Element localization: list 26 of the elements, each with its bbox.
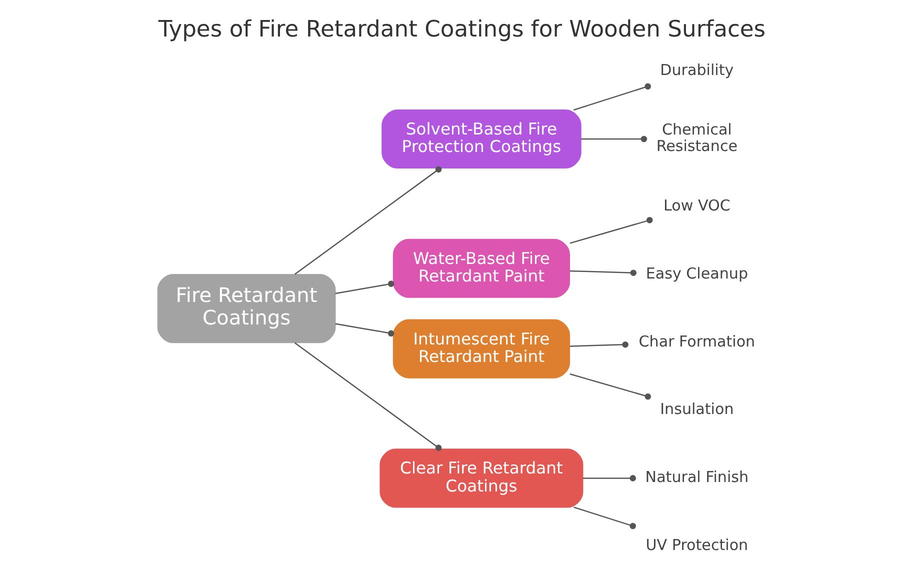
connector [581,136,648,142]
connector [573,506,636,530]
diagram-title: Types of Fire Retardant Coatings for Wooden Surfaces [158,16,766,42]
connector [570,217,653,244]
node-box: Fire Retardant Coatings [157,274,336,344]
node-text: Durability [660,61,734,80]
connector [294,342,442,451]
node-text: Insulation [660,400,734,418]
node-text: Low VOC [664,196,730,215]
connector [570,341,628,348]
connector [582,475,636,482]
connector [294,166,442,275]
node-text: Chemical Resistance [656,120,738,156]
node-text: Char Formation [638,332,756,350]
connector [570,373,651,400]
connector [570,270,637,276]
node-text: Natural Finish [645,468,749,486]
connector [573,83,651,111]
node-text: UV Protection [646,536,748,554]
node-box: Water-Based Fire Retardant Paint [392,238,570,298]
connector [335,323,394,336]
node-box: Intumescent Fire Retardant Paint [392,319,570,378]
connector [335,280,394,294]
node-box: Solvent-Based Fire Protection Coatings [382,109,582,168]
node-text: Easy Cleanup [646,264,748,283]
node-box: Clear Fire Retardant Coatings [380,448,584,508]
